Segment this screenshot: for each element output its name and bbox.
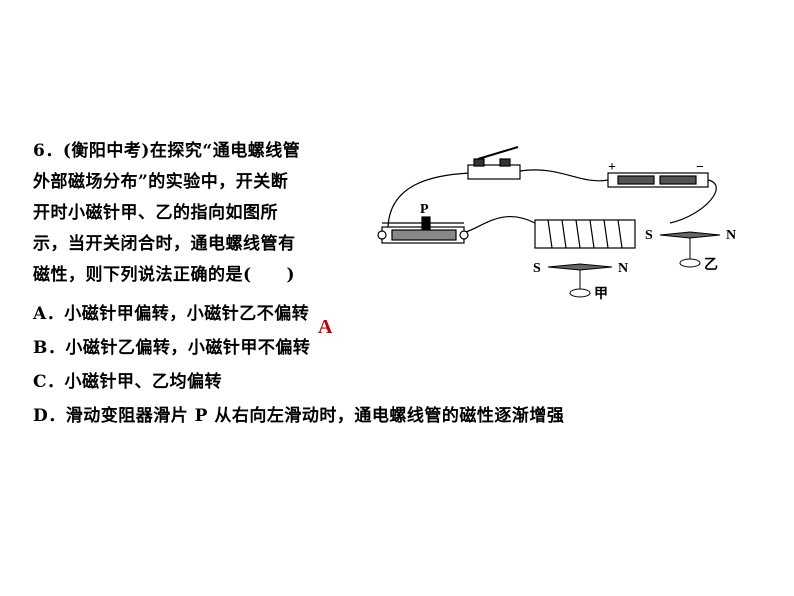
answer-mark: A: [318, 316, 333, 338]
needle-yi-name: 乙: [704, 257, 718, 273]
needle-yi: [659, 231, 721, 268]
rheostat: [377, 216, 469, 244]
needle-yi-south: S: [645, 228, 653, 243]
stem-line-3: 开时小磁针甲、乙的指向如图所: [33, 203, 278, 223]
option-b: B．小磁针乙偏转，小磁针甲不偏转: [33, 338, 311, 358]
battery-plus-label: +: [608, 160, 616, 175]
needle-jia: [547, 263, 613, 298]
stem-line-5: 磁性，则下列说法正确的是( ): [33, 265, 296, 285]
wire-rheostat-switch: [387, 172, 471, 228]
option-c: C．小磁针甲、乙均偏转: [33, 372, 223, 392]
stem-line-2: 外部磁场分布”的实验中，开关断: [33, 172, 289, 192]
wire-coil-rheostat: [461, 216, 536, 234]
needle-yi-north: N: [726, 228, 736, 243]
battery-minus-label: −: [696, 160, 704, 175]
stem-line-1: 6．(衡阳中考)在探究“通电螺线管: [33, 141, 301, 161]
circuit-figure: + − P S N 乙 S N 甲: [377, 146, 736, 302]
switch: [467, 146, 521, 180]
option-a: A．小磁针甲偏转，小磁针乙不偏转: [33, 304, 310, 324]
solenoid: [534, 219, 636, 249]
slider-p-label: P: [420, 202, 429, 217]
needle-jia-south: S: [533, 261, 541, 276]
needle-jia-name: 甲: [594, 286, 608, 302]
needle-jia-north: N: [618, 261, 628, 276]
battery: [607, 172, 709, 188]
wire-battery-coil: [669, 179, 717, 224]
option-d: D．滑动变阻器滑片 P 从右向左滑动时，通电螺线管的磁性逐渐增强: [33, 406, 565, 426]
wire-switch-battery: [519, 169, 609, 182]
stem-line-4: 示，当开关闭合时，通电螺线管有: [33, 234, 296, 254]
